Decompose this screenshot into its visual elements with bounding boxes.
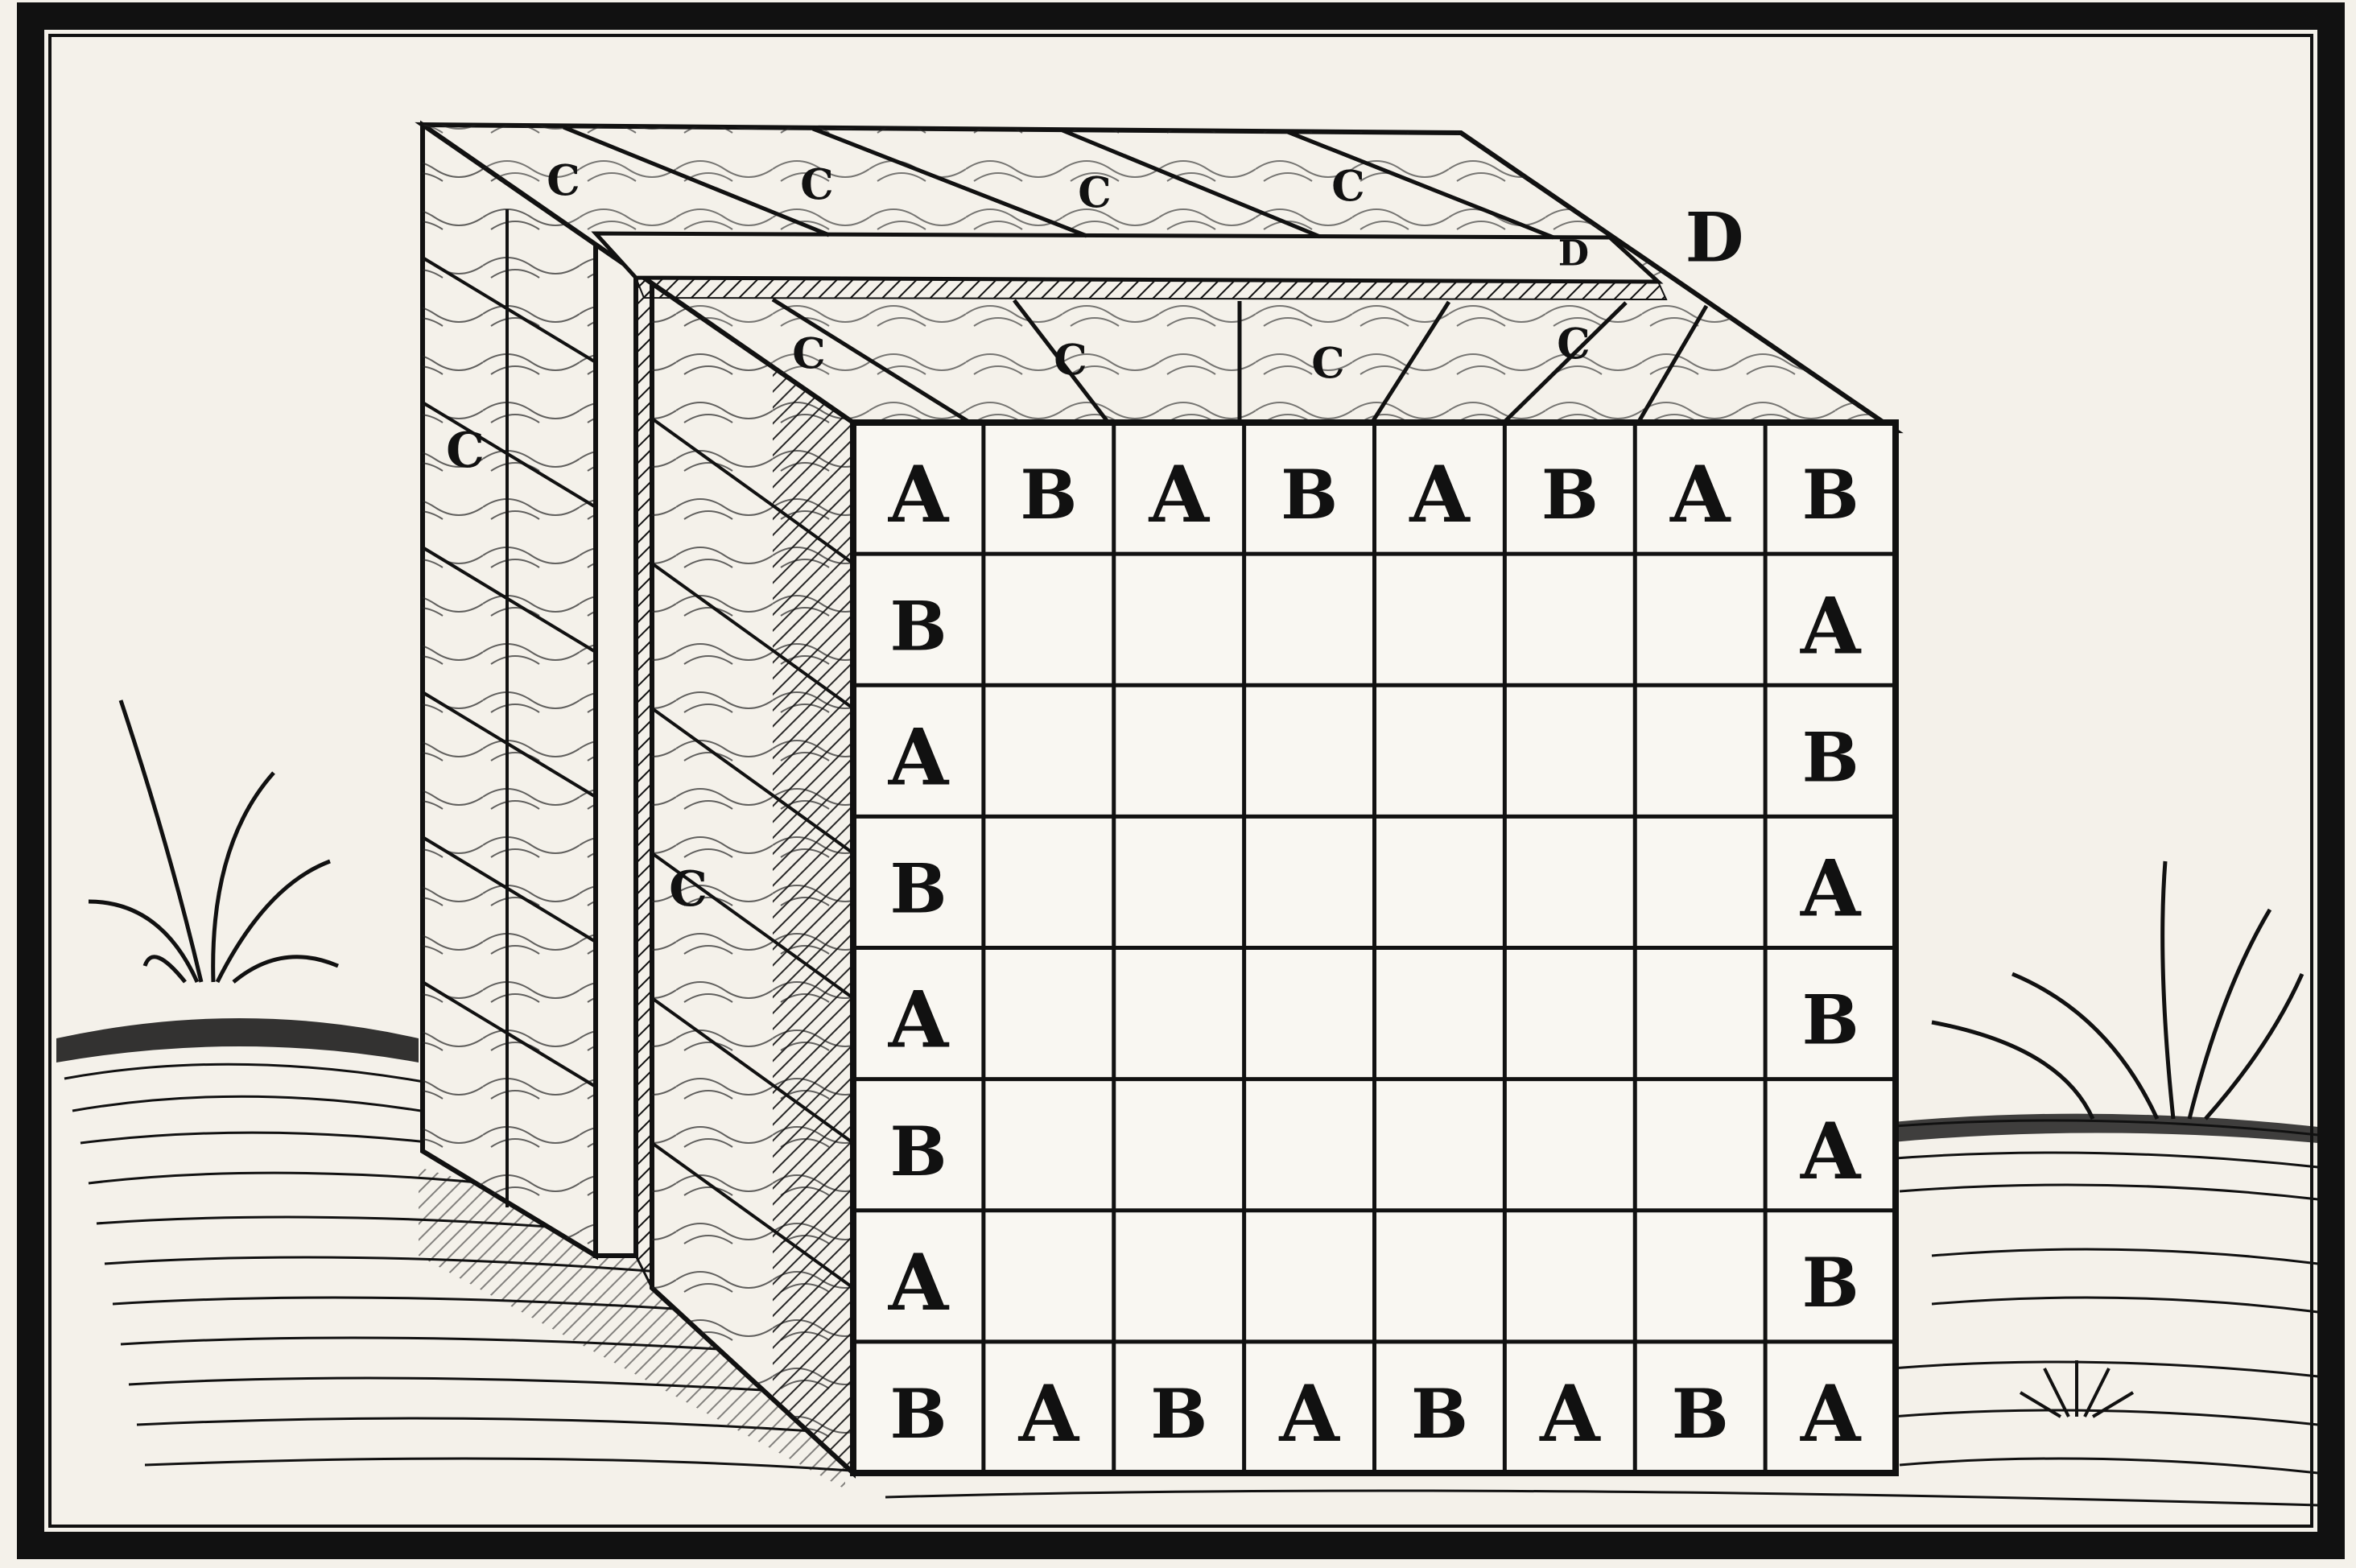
top-row-cell: B xyxy=(1020,455,1077,534)
left-column-cell: A xyxy=(888,975,950,1066)
top-back-c-3: C xyxy=(1078,169,1111,218)
top-back-c-1: C xyxy=(547,157,580,206)
right-column-cell: B xyxy=(1802,1243,1859,1322)
top-row-cell: A xyxy=(888,449,950,540)
right-column-cell: B xyxy=(1802,980,1859,1060)
bottom-row-cell: B xyxy=(1411,1374,1468,1454)
left-column-cell: B xyxy=(889,1112,947,1191)
outer-d-label: D xyxy=(1686,198,1744,278)
corner-post xyxy=(596,237,652,1288)
top-back-c-2: C xyxy=(800,161,833,210)
inner-wall: C xyxy=(652,274,853,1473)
left-column-cell: B xyxy=(889,849,947,929)
left-wall: C xyxy=(423,125,596,1256)
right-column-cell: A xyxy=(1800,1106,1862,1197)
bottom-row-cell: A xyxy=(1278,1368,1340,1459)
right-column-cell: A xyxy=(1800,844,1862,935)
bottom-row-cell: A xyxy=(1539,1368,1601,1459)
left-wall-c-label: C xyxy=(446,423,485,479)
top-row-cell: A xyxy=(1409,449,1471,540)
left-column-cell: A xyxy=(888,1237,950,1328)
top-row-cell: A xyxy=(1669,449,1731,540)
bottom-row-cell: A xyxy=(1800,1368,1862,1459)
bottom-row-cell: A xyxy=(1018,1368,1080,1459)
corner-d-label: D xyxy=(1558,233,1589,274)
top-row-cell: B xyxy=(1802,455,1859,534)
top-front-c-4: C xyxy=(1557,320,1590,369)
top-front-c-2: C xyxy=(1054,336,1087,386)
top-row-cell: B xyxy=(1281,455,1338,534)
inner-wall-c-label: C xyxy=(669,861,708,918)
top-back-c-4: C xyxy=(1331,163,1364,212)
bottom-row-cell: B xyxy=(1150,1374,1207,1454)
right-column-cell: B xyxy=(1802,717,1859,797)
top-row-cell: B xyxy=(1541,455,1599,534)
top-front-c-1: C xyxy=(792,330,825,379)
top-front-c-3: C xyxy=(1311,340,1344,389)
left-column-cell: B xyxy=(889,586,947,666)
right-column-cell: A xyxy=(1800,580,1862,671)
top-row-cell: A xyxy=(1148,449,1210,540)
left-column-cell: A xyxy=(888,712,950,803)
bottom-row-cell: B xyxy=(1672,1374,1729,1454)
bottom-row-cell: B xyxy=(889,1374,947,1454)
